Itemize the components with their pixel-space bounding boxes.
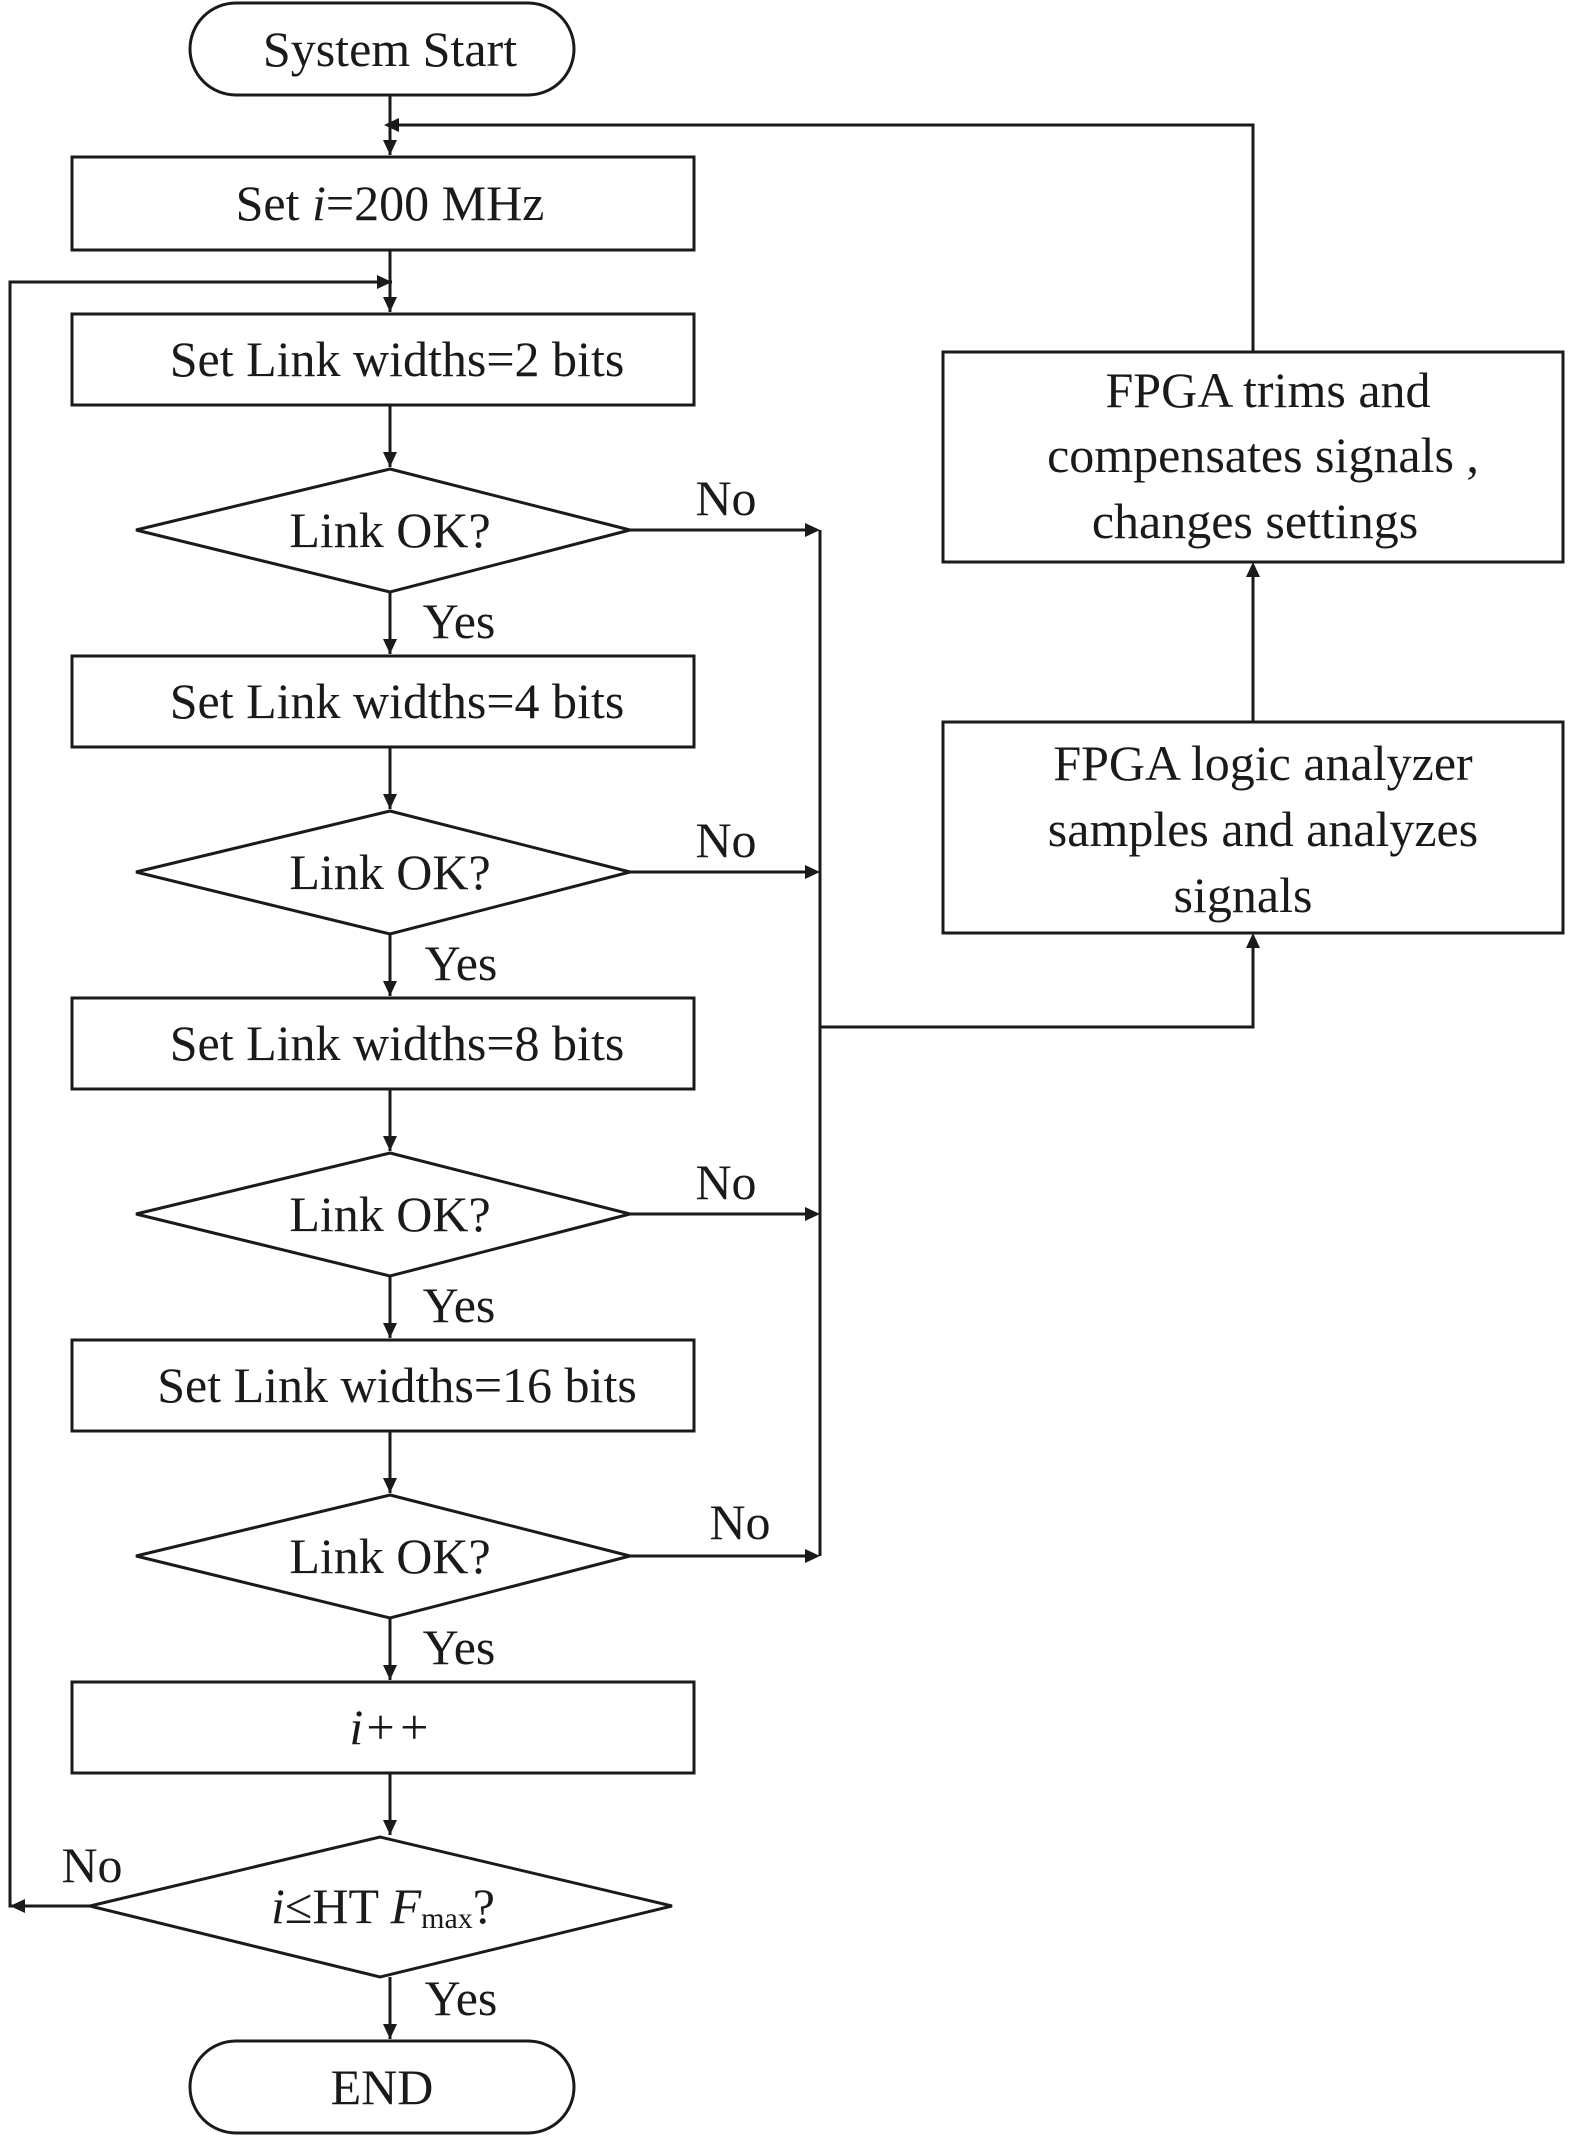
decision-label: Link OK? [289, 1186, 490, 1242]
arrowhead [383, 297, 397, 312]
arrowhead [383, 140, 397, 155]
yes-label: Yes [425, 1970, 498, 2026]
decision-frequency-limit: i≤HT Fmax? [89, 1835, 673, 1979]
arrowhead [383, 639, 397, 654]
arrowhead [805, 865, 820, 879]
no-label: No [61, 1837, 122, 1893]
arrowhead [377, 275, 392, 289]
arrowhead [383, 1478, 397, 1493]
decision-label: Link OK? [289, 502, 490, 558]
set-frequency-label: Set i=200 MHz [236, 175, 545, 231]
arrowhead [383, 981, 397, 996]
frequency-limit-label: i≤HT Fmax? [271, 1878, 495, 1935]
no-label: No [695, 470, 756, 526]
decision-link-ok-3: Link OK? [135, 1151, 631, 1278]
step-label: Set Link widths=2 bits [170, 331, 625, 387]
arrowhead [10, 1899, 25, 1913]
trim-line: changes settings [1092, 493, 1418, 549]
no-label: No [695, 812, 756, 868]
no-label: No [709, 1494, 770, 1550]
arrowhead [805, 1549, 820, 1563]
analyzer-line: FPGA logic analyzer [1053, 735, 1473, 791]
arrowhead [384, 118, 399, 132]
decision-label: Link OK? [289, 844, 490, 900]
arrowheads [10, 118, 1260, 2039]
step-width-16: Set Link widths=16 bits [70, 1338, 696, 1433]
increment-box: i++ [70, 1680, 696, 1775]
arrowhead [383, 1665, 397, 1680]
arrowhead [383, 2024, 397, 2039]
set-frequency-box: Set i=200 MHz [70, 155, 696, 252]
step-width-8: Set Link widths=8 bits [70, 996, 696, 1091]
step-label: Set Link widths=8 bits [170, 1015, 625, 1071]
end-terminal: END [188, 2039, 576, 2135]
decision-link-ok-2: Link OK? [135, 809, 631, 936]
step-width-4: Set Link widths=4 bits [70, 654, 696, 749]
step-label: Set Link widths=16 bits [157, 1357, 637, 1413]
analyzer-line: samples and analyzes [1048, 801, 1478, 857]
trim-line: compensates signals , [1047, 427, 1479, 483]
trim-line: FPGA trims and [1105, 362, 1430, 418]
trim-box: FPGA trims and compensates signals , cha… [941, 350, 1565, 564]
start-terminal: System Start [188, 1, 576, 97]
arrowhead [1246, 562, 1260, 577]
connector-trim-loop-back [392, 123, 1255, 352]
increment-label: i++ [349, 1699, 430, 1755]
end-label: END [331, 2059, 434, 2115]
step-label: Set Link widths=4 bits [170, 673, 625, 729]
branch-labels: No No No No No Yes Yes Yes Yes Yes [61, 470, 770, 2026]
connector-final-no-loop [8, 280, 392, 1908]
analyzer-line: signals [1174, 867, 1313, 923]
connectors [8, 95, 1255, 2039]
connector-collector-to-analyzer [820, 947, 1255, 1029]
arrowhead [383, 1136, 397, 1151]
arrowhead [383, 1323, 397, 1338]
arrowhead [805, 1207, 820, 1221]
yes-label: Yes [423, 593, 496, 649]
analyzer-box: FPGA logic analyzer samples and analyzes… [941, 720, 1565, 935]
arrowhead [383, 1820, 397, 1835]
start-label: System Start [263, 21, 517, 77]
decision-link-ok-4: Link OK? [135, 1493, 631, 1620]
arrowhead [1246, 933, 1260, 948]
yes-label: Yes [423, 1619, 496, 1675]
arrowhead [383, 794, 397, 809]
arrowhead [383, 452, 397, 467]
step-width-2: Set Link widths=2 bits [70, 312, 696, 407]
decision-label: Link OK? [289, 1528, 490, 1584]
yes-label: Yes [425, 935, 498, 991]
yes-label: Yes [423, 1277, 496, 1333]
arrowhead [805, 523, 820, 537]
decision-link-ok-1: Link OK? [135, 467, 631, 594]
no-label: No [695, 1154, 756, 1210]
